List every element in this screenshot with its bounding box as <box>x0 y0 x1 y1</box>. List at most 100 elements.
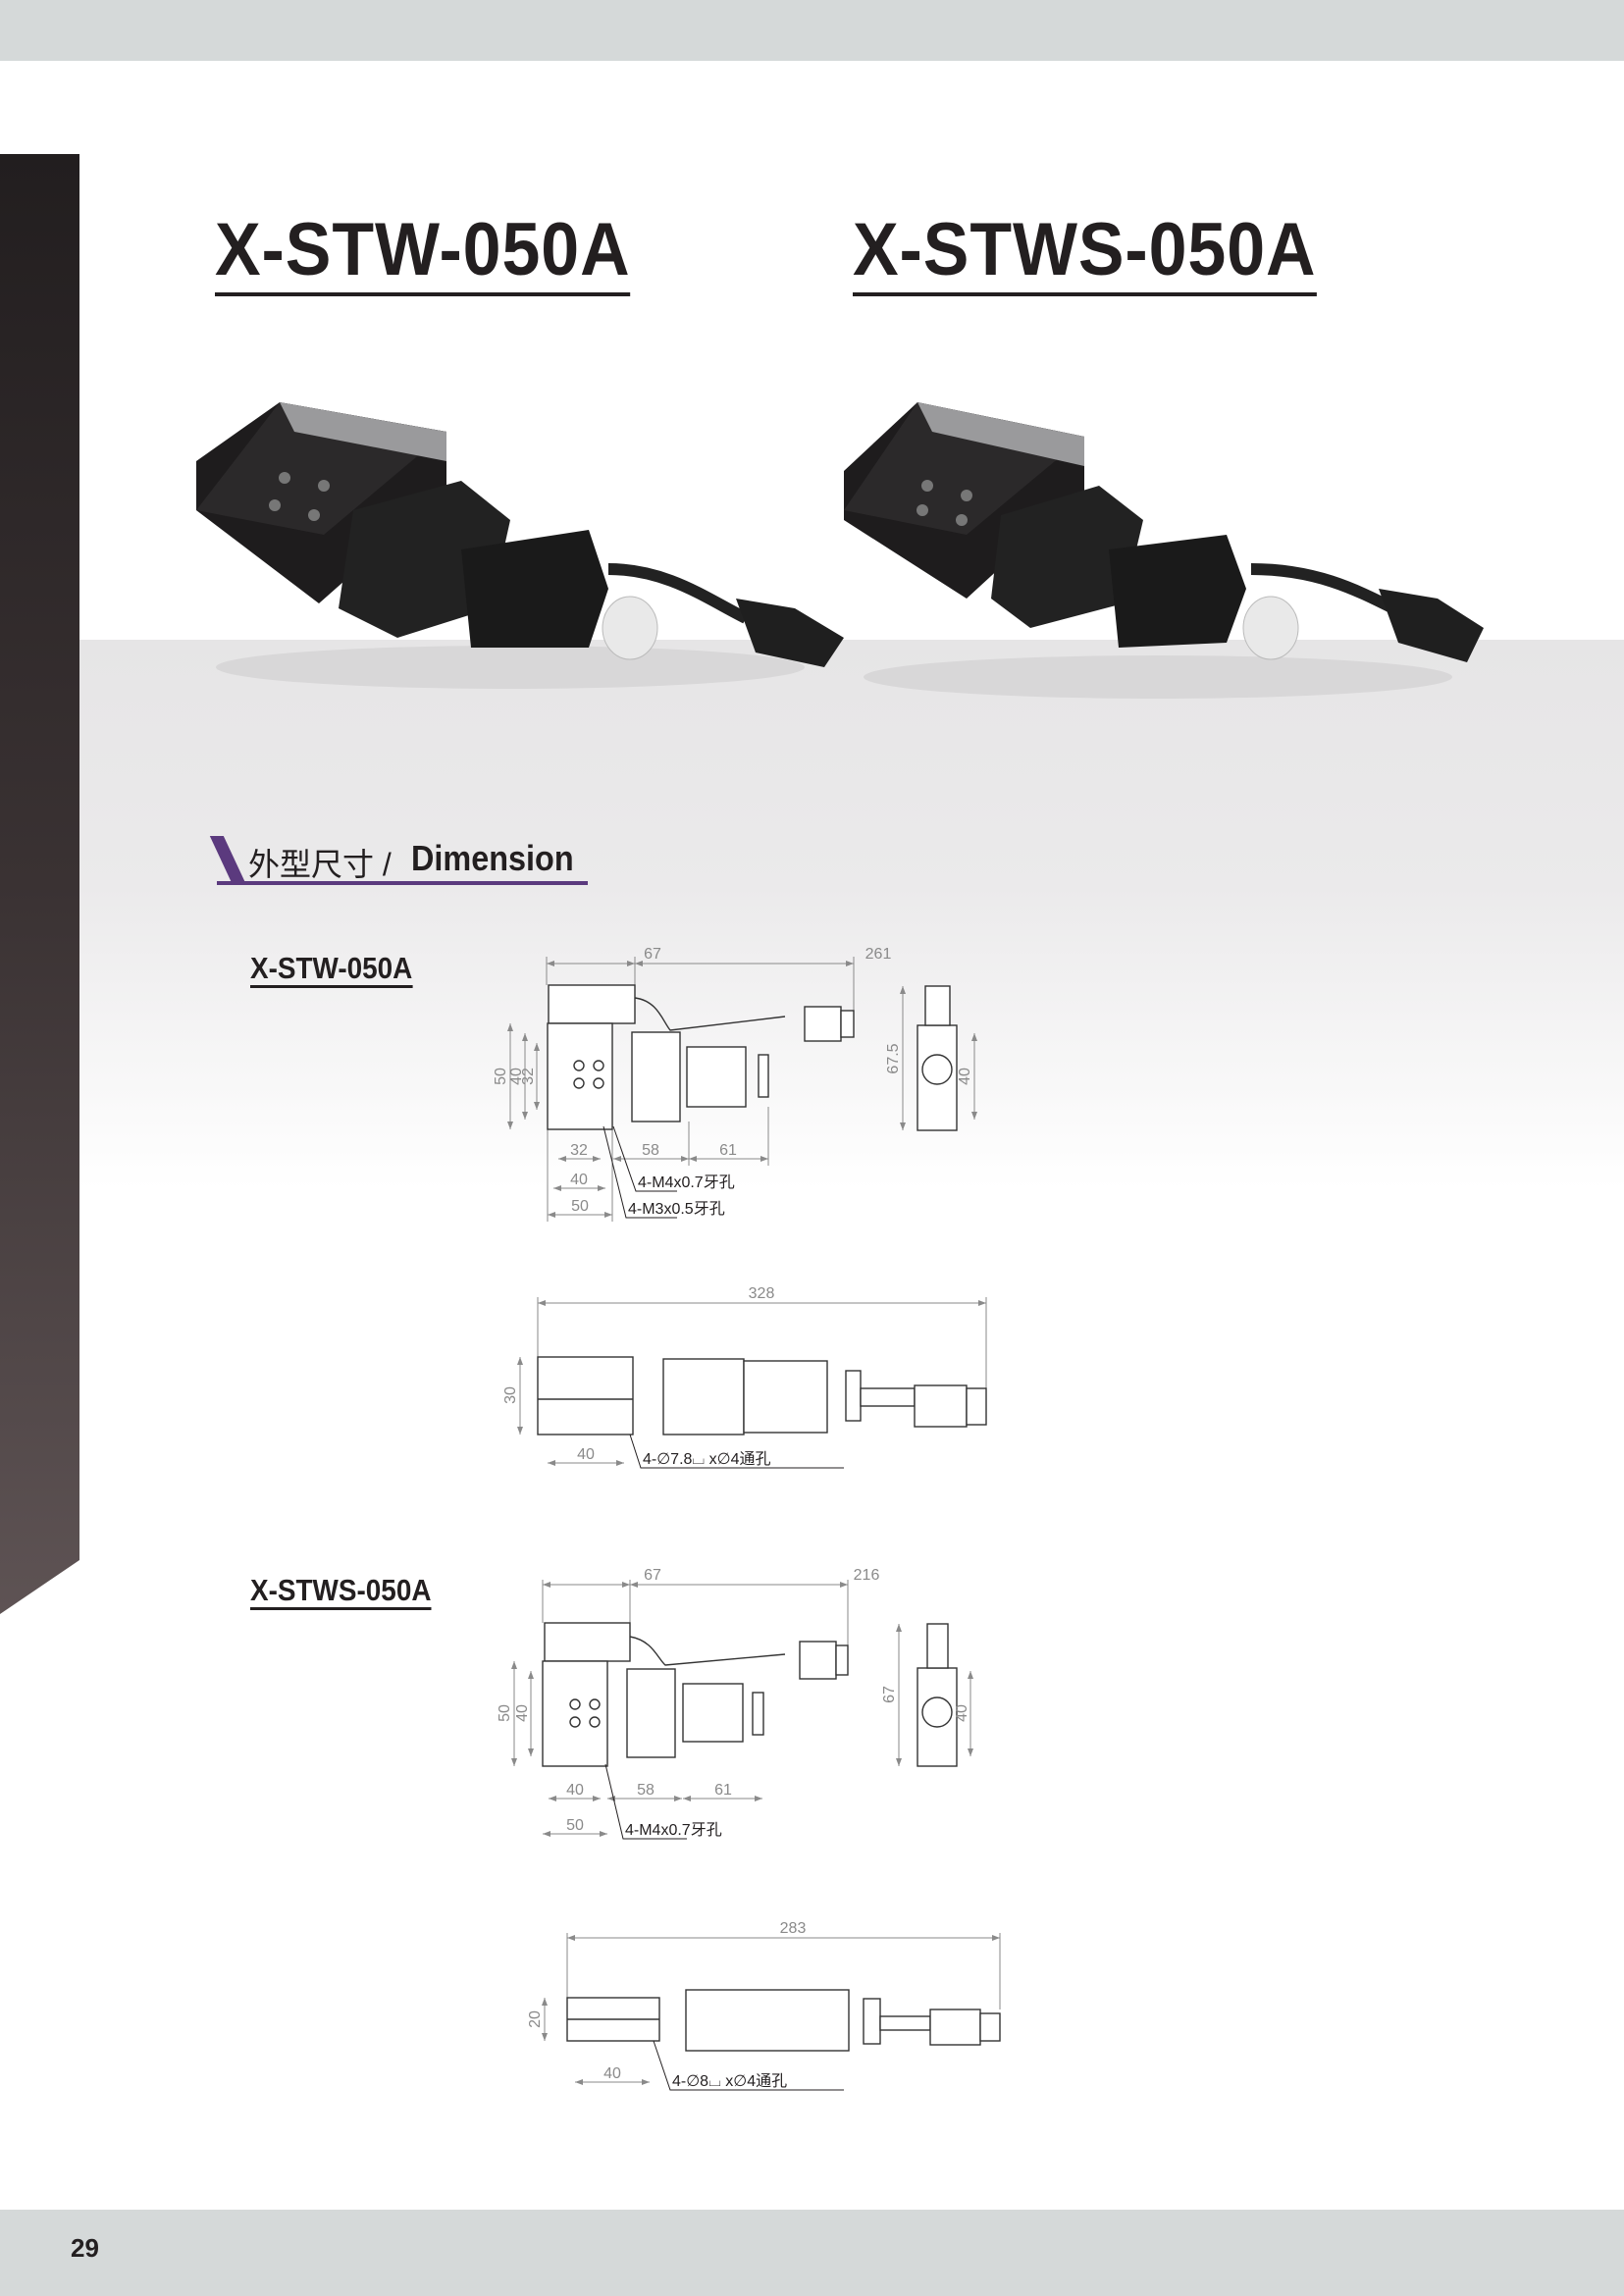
drawing-outline <box>685 1989 850 2052</box>
drawing-outline <box>573 1077 585 1089</box>
drawing-outline <box>921 1696 953 1728</box>
drawing-outline <box>758 1054 769 1098</box>
motor <box>1109 535 1246 648</box>
hole <box>917 504 928 516</box>
hole <box>308 509 320 521</box>
thread-note: 4-M4x0.7牙孔 <box>625 1821 722 1839</box>
dim-label: 67 <box>644 1567 661 1584</box>
dim-label: 61 <box>719 1142 737 1159</box>
motor-block <box>991 486 1143 628</box>
drawing-outline <box>926 1623 949 1669</box>
bottom-bar <box>0 2210 1624 2296</box>
hole <box>318 480 330 492</box>
page-number: 29 <box>71 2233 99 2263</box>
drawing-outline <box>634 997 786 1031</box>
drawing-outline <box>840 1010 855 1038</box>
shadow <box>864 655 1452 699</box>
dim-label: 58 <box>637 1782 655 1799</box>
dim-label: 40 <box>603 2065 621 2082</box>
dim-label: 50 <box>493 1068 509 1085</box>
drawing-outline <box>629 1636 786 1666</box>
drawing-outline <box>966 1387 987 1426</box>
hole <box>279 472 290 484</box>
section-title-cn: 外型尺寸 / <box>248 847 392 882</box>
drawing-outline <box>863 1998 881 2045</box>
dimension-drawings: 67 261 50 40 32 32 58 61 40 50 4-M4x0.7牙… <box>493 946 1001 2091</box>
dim-label: 40 <box>570 1172 588 1188</box>
section-title-en: Dimension <box>411 838 574 878</box>
hole <box>961 490 972 501</box>
drawing-outline <box>537 1356 634 1435</box>
top-bar <box>0 0 1624 61</box>
product-title-left: X-STW-050A <box>215 210 631 296</box>
stage-rail <box>917 402 1084 466</box>
hole <box>956 514 968 526</box>
dim-label: 32 <box>570 1142 588 1159</box>
drawing-outline <box>921 1054 953 1085</box>
product-image-x-stw-050a <box>196 402 844 689</box>
dim-label: 261 <box>865 946 892 963</box>
dim-label: 40 <box>514 1704 531 1722</box>
drawing-outline <box>804 1006 842 1042</box>
drawing-outline <box>879 2015 931 2031</box>
dim-label: 67 <box>644 946 661 963</box>
hole <box>921 480 933 492</box>
dim-label: 40 <box>566 1782 584 1799</box>
dim-label: 67.5 <box>885 1043 902 1073</box>
drawing-outline <box>631 1031 681 1122</box>
drawing-outline <box>548 984 636 1024</box>
drawing-outline <box>547 1022 613 1130</box>
drawing-outline <box>686 1046 747 1108</box>
drawing-outline <box>593 1060 604 1071</box>
drawing-outline <box>589 1698 601 1710</box>
leader-lines <box>602 1125 844 2091</box>
drawing-outline <box>682 1683 744 1743</box>
dim-label: 50 <box>566 1817 584 1834</box>
dimension-lines <box>507 957 1001 2085</box>
dim-label: 32 <box>520 1068 537 1085</box>
dim-label: 40 <box>957 1068 973 1085</box>
stage-rail <box>280 402 446 461</box>
dim-label: 61 <box>714 1782 732 1799</box>
drawing-outline <box>929 2009 981 2046</box>
knob <box>602 596 658 660</box>
dim-label: 67 <box>881 1686 898 1703</box>
model-label-x-stw-050a: X-STW-050A <box>250 952 413 988</box>
dim-label: 58 <box>642 1142 659 1159</box>
connector <box>736 599 844 667</box>
drawing-outline <box>573 1060 585 1071</box>
dim-label: 30 <box>502 1386 519 1404</box>
drawing-outline <box>662 1358 745 1435</box>
thread-note: 4-M3x0.5牙孔 <box>628 1200 725 1218</box>
drawing-outline <box>979 2012 1001 2042</box>
dim-label: 50 <box>571 1198 589 1215</box>
product-image-x-stws-050a <box>844 402 1484 699</box>
shadow <box>216 646 805 689</box>
drawing-outline <box>924 985 951 1026</box>
cable <box>607 563 749 624</box>
connector <box>1379 589 1484 662</box>
drawing-outline <box>835 1644 849 1676</box>
hole <box>269 499 281 511</box>
motor <box>461 530 608 648</box>
leader-line <box>612 1125 677 1192</box>
dim-label: 40 <box>508 1068 525 1085</box>
drawing-outline <box>743 1360 828 1434</box>
model-label-x-stws-050a: X-STWS-050A <box>250 1574 432 1610</box>
knob <box>1242 596 1299 660</box>
hole-note: 4-∅7.8⌴ x∅4通孔 <box>643 1450 771 1468</box>
leader-line <box>602 1125 677 1219</box>
drawing-outline <box>845 1370 862 1422</box>
drawing-outlines <box>537 984 1001 2052</box>
thread-note: 4-M4x0.7牙孔 <box>638 1174 735 1191</box>
drawing-outline <box>752 1692 764 1736</box>
section-header-dimension: 外型尺寸 / Dimension <box>209 836 588 885</box>
dim-label: 328 <box>749 1285 775 1302</box>
drawing-outline <box>569 1698 581 1710</box>
sidebar-decoration <box>0 154 79 1614</box>
hole-note: 4-∅8⌴ x∅4通孔 <box>672 2072 787 2090</box>
drawing-outline <box>544 1622 631 1662</box>
drawing-outline <box>593 1077 604 1089</box>
drawing-outline <box>626 1668 676 1758</box>
dim-label: 20 <box>527 2010 544 2028</box>
